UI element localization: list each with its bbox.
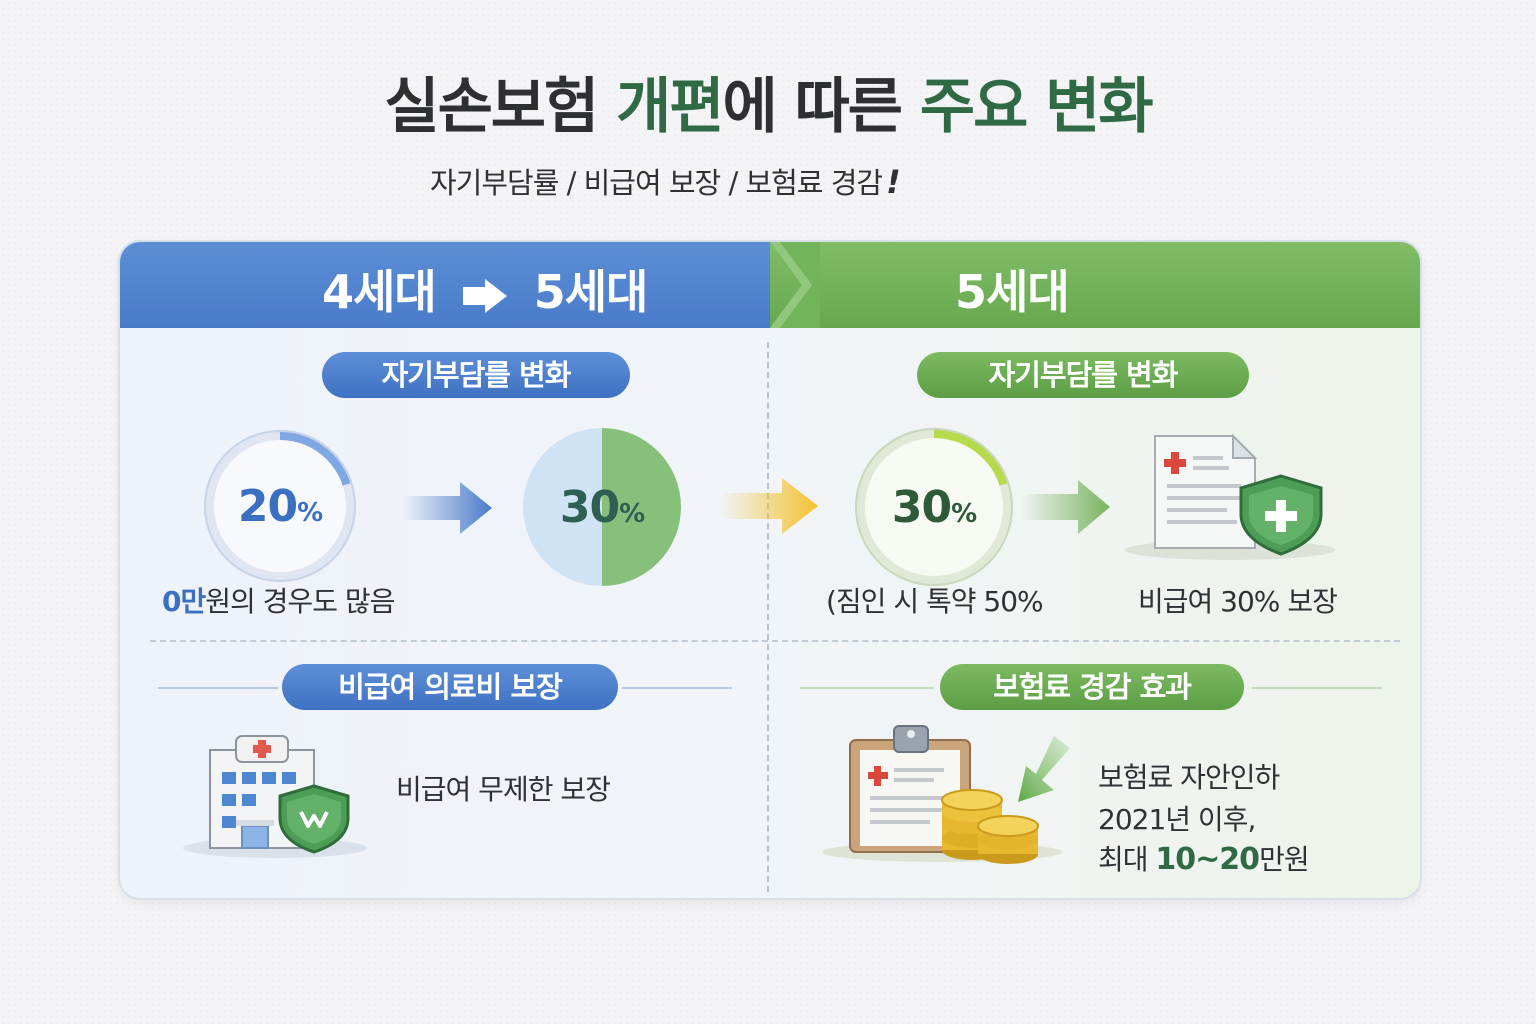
green-arrow-icon — [1022, 480, 1110, 534]
donut-30-percent-left: 30% — [523, 428, 681, 586]
right-donut-caption: (짐인 시 톡약 50% — [826, 585, 1044, 618]
header-left-band — [120, 242, 810, 328]
page-title: 실손보험 개편에 따른 주요 변화 — [0, 58, 1536, 145]
left-noncovered-text: 비급여 무제한 보장 — [396, 773, 611, 806]
donut-20-label: 20% — [237, 480, 323, 532]
premium-line-1: 보험료 자안인하 — [1098, 761, 1280, 794]
right-rule-a — [800, 687, 934, 689]
horizontal-divider — [150, 640, 1400, 642]
donut-20-percent: 20% — [204, 430, 356, 582]
right-premium-pill: 보험료 경감 효과 — [940, 664, 1244, 710]
vertical-divider — [767, 342, 769, 892]
right-rule-b — [1252, 687, 1382, 689]
donut-30-right-value: 30 — [891, 481, 952, 533]
header-chevron — [770, 242, 820, 328]
premium-amount: 10~20 — [1155, 842, 1260, 877]
subtitle-text: 자기부담률 / 비급여 보장 / 보험료 경감 — [430, 166, 883, 200]
title-part-1: 실손보험 — [384, 72, 617, 142]
donut-20-unit: % — [297, 497, 323, 528]
premium-line-3-prefix: 최대 — [1098, 843, 1156, 876]
donut-30-right-unit: % — [951, 498, 977, 529]
caption-highlight: 0만 — [162, 585, 206, 618]
subtitle: 자기부담률 / 비급여 보장 / 보험료 경감! — [430, 160, 901, 202]
down-arrow-icon — [1018, 736, 1070, 802]
left-copay-pill: 자기부담를 변화 — [322, 352, 630, 398]
subtitle-exclamation: ! — [886, 163, 901, 201]
coin-stack — [941, 789, 1039, 864]
donut-20-value: 20 — [237, 480, 298, 532]
caption-rest: 원의 경우도 많음 — [205, 585, 395, 618]
premium-line-2: 2021년 이후, — [1098, 803, 1256, 836]
title-part-2: 개편 — [616, 72, 724, 142]
donut-30-right-inner: 30% — [865, 438, 1003, 576]
right-copay-pill: 자기부담를 변화 — [917, 352, 1249, 398]
comparison-panel: 4세대 5세대 5세대 자기부담를 변화 20% 30% 0만원의 경우도 많음… — [118, 240, 1422, 900]
left-noncovered-pill: 비급여 의료비 보장 — [282, 664, 618, 710]
header-right-band — [770, 242, 1420, 328]
premium-line-3: 최대 10~20만원 — [1098, 838, 1310, 878]
donut-30-left-label: 30% — [559, 481, 645, 533]
right-doc-caption: 비급여 30% 보장 — [1138, 585, 1338, 618]
header-from-label: 4세대 — [322, 265, 437, 319]
arrow-right-icon — [462, 278, 507, 313]
left-copay-caption: 0만원의 경우도 많음 — [162, 580, 395, 620]
donut-30-left-unit: % — [619, 498, 645, 529]
title-part-4: 주요 변화 — [919, 72, 1154, 142]
blue-arrow-icon — [402, 482, 492, 534]
hospital-shield-icon — [183, 735, 367, 858]
yellow-arrow-icon — [720, 478, 818, 534]
premium-line-3-suffix: 만원 — [1259, 843, 1310, 876]
left-rule-a — [158, 687, 278, 689]
donut-20-inner: 20% — [214, 440, 346, 572]
header-right-title: 5세대 — [955, 265, 1070, 319]
header-to-label: 5세대 — [533, 265, 649, 319]
donut-30-percent-right: 30% — [855, 428, 1013, 586]
title-part-3: 에 따른 — [722, 72, 920, 142]
donut-30-left-inner: 30% — [523, 428, 681, 586]
left-rule-b — [622, 687, 732, 689]
medical-document-shield-icon — [1125, 433, 1335, 560]
donut-30-right-label: 30% — [891, 481, 977, 533]
clipboard-coins-icon — [822, 725, 1062, 864]
donut-30-left-value: 30 — [559, 481, 620, 533]
header-left-title: 4세대 5세대 — [322, 256, 649, 322]
